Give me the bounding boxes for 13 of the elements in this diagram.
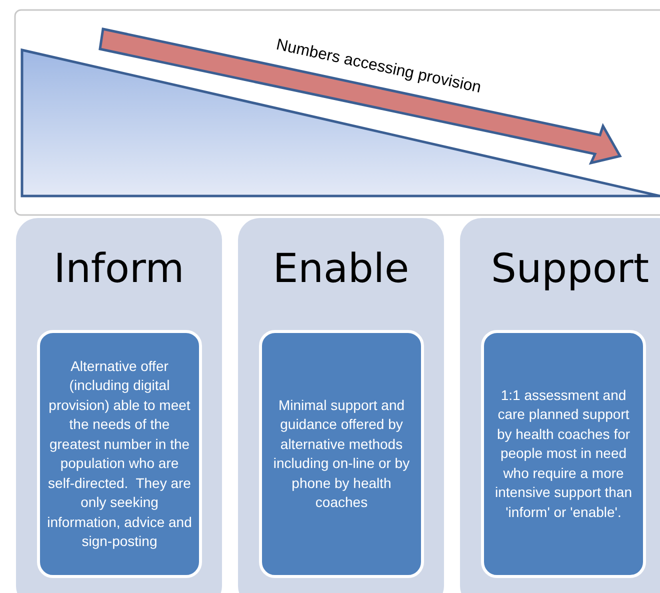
stage-panel [16,218,222,593]
stage-title: Support [490,246,650,292]
description-box [37,330,202,578]
description-box [481,330,646,578]
description-text: 1:1 assessment and care planned support by health coaches for people most in need who require a more intensive support than 'inform' or 'enable'. [494,386,633,522]
description-text: Alternative offer (including digital provision) able to meet the needs of the greatest number in the population who are self-directed. They are only seeking information, advice and sign-posting [46,356,193,551]
arrow-label: Numbers accessing provision [274,36,482,98]
stage-panel [460,218,660,593]
stage-title: Inform [52,246,186,292]
description-box [259,330,424,578]
stage-title: Enable [272,246,410,292]
stage-panel [238,218,444,593]
description-text: Minimal support and guidance offered by alternative methods including on-line or by phone by health coaches [272,396,411,512]
